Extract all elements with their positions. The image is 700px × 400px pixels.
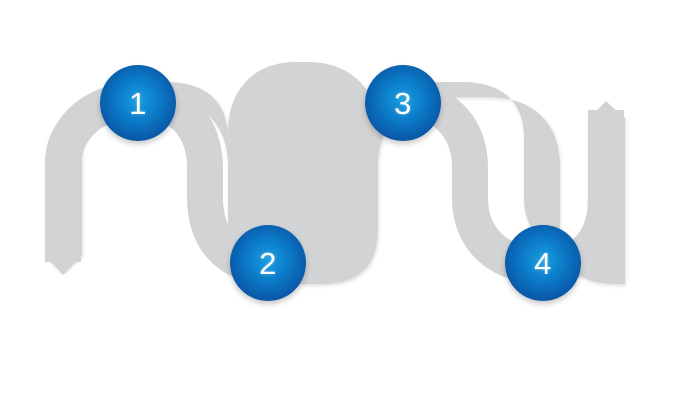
step-node-1[interactable]: 1: [100, 65, 176, 141]
step-node-3[interactable]: 3: [365, 65, 441, 141]
sphere-gradient-2: [230, 225, 306, 301]
ribbon-end-cap-chevron-up: [588, 101, 625, 122]
sphere-gradient-1: [100, 65, 176, 141]
step-number-label-1: 1: [129, 85, 147, 121]
step-node-4[interactable]: 4: [505, 225, 581, 301]
step-number-label-4: 4: [534, 245, 552, 281]
sphere-gradient-4: [505, 225, 581, 301]
step-node-2[interactable]: 2: [230, 225, 306, 301]
sphere-gradient-3: [365, 65, 441, 141]
step-number-label-2: 2: [259, 245, 277, 281]
step-number-label-3: 3: [394, 85, 412, 121]
ribbon-start-cap-chevron-down: [45, 254, 82, 275]
